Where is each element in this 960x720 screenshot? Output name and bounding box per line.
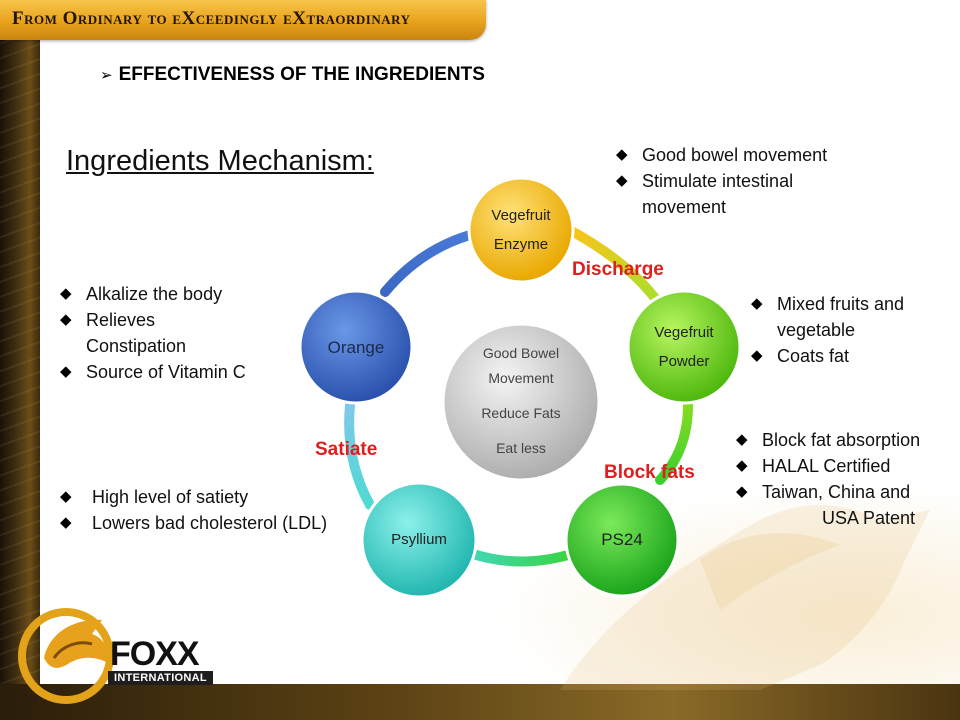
diamond-icon: ◆	[751, 295, 763, 312]
foxx-logo-emblem	[18, 608, 114, 704]
enzyme-benefits: ◆Good bowel movement ◆Stimulate intestin…	[614, 142, 827, 220]
diamond-icon: ◆	[616, 172, 628, 189]
banner-text: From Ordinary to eXceedingly eXtraordina…	[12, 8, 411, 29]
node-psyllium	[360, 481, 478, 599]
label-satiate: Satiate	[315, 439, 378, 460]
bottom-glow	[420, 460, 960, 720]
header-banner: From Ordinary to eXceedingly eXtraordina…	[0, 0, 486, 40]
label-discharge: Discharge	[572, 259, 664, 280]
list-item: ◆Coats fat	[749, 343, 904, 369]
diamond-icon: ◆	[60, 514, 72, 531]
diamond-icon: ◆	[60, 285, 72, 302]
list-item: ◆High level of satiety	[58, 484, 327, 510]
list-item: ◆Relieves	[58, 307, 246, 333]
diamond-icon: ◆	[60, 311, 72, 328]
mechanism-title: Ingredients Mechanism:	[66, 145, 374, 177]
arc-powder-ps24	[655, 400, 693, 485]
list-item: ◆HALAL Certified	[734, 453, 920, 479]
list-item-continuation: USA Patent	[822, 508, 916, 528]
list-item: ◆Mixed fruits and	[749, 291, 904, 317]
arrow-icon: ➢	[100, 67, 113, 84]
diamond-icon: ◆	[736, 431, 748, 448]
center-line4: Eat less	[496, 440, 546, 456]
psyllium-benefits: ◆High level of satiety ◆Lowers bad chole…	[58, 484, 327, 536]
node-enzyme	[467, 176, 575, 284]
bottom-band	[0, 684, 960, 720]
list-item-continuation: vegetable	[777, 320, 856, 340]
node-powder	[626, 289, 742, 405]
logo-subtitle: INTERNATIONAL	[108, 671, 213, 685]
node-orange-label: Orange	[327, 338, 385, 357]
node-powder-line1: Vegefruit	[654, 324, 714, 341]
left-decorative-strip	[0, 0, 40, 720]
section-title: ➢ EFFECTIVENESS OF THE INGREDIENTS	[100, 64, 485, 86]
center-line2: Movement	[488, 370, 554, 386]
arc-enzyme-powder	[561, 223, 665, 310]
node-powder-label: Vegefruit Powder	[634, 320, 734, 375]
arc-orange-enzyme	[380, 230, 475, 297]
diamond-icon: ◆	[751, 347, 763, 364]
list-item-continuation: Constipation	[86, 336, 187, 356]
diamond-icon: ◆	[60, 488, 72, 505]
node-psyllium-label: Psyllium	[391, 531, 447, 548]
orange-benefits: ◆Alkalize the body ◆Relieves Constipatio…	[58, 281, 246, 385]
list-item-continuation: movement	[642, 197, 727, 217]
list-item: ◆Stimulate intestinal	[614, 168, 827, 194]
section-title-text: EFFECTIVENESS OF THE INGREDIENTS	[118, 64, 485, 85]
node-powder-line2: Powder	[658, 353, 710, 370]
list-item: ◆Alkalize the body	[58, 281, 246, 307]
center-line3: Reduce Fats	[481, 405, 561, 421]
list-item: ◆Block fat absorption	[734, 427, 920, 453]
node-ps24-label: PS24	[601, 530, 643, 549]
node-ps24	[564, 482, 680, 598]
diamond-icon: ◆	[736, 483, 748, 500]
diamond-icon: ◆	[616, 146, 628, 163]
list-item: ◆Good bowel movement	[614, 142, 827, 168]
powder-benefits: ◆Mixed fruits and vegetable ◆Coats fat	[749, 291, 904, 369]
arc-psyllium-orange	[344, 400, 375, 510]
diamond-icon: ◆	[736, 457, 748, 474]
list-item: ◆Taiwan, China and	[734, 479, 920, 505]
node-enzyme-line2: Enzyme	[493, 236, 549, 253]
node-enzyme-label: Vegefruit Enzyme	[471, 203, 571, 258]
label-block-fats: Block fats	[604, 462, 695, 483]
list-item: ◆Source of Vitamin C	[58, 359, 246, 385]
logo-name: FOXX	[110, 635, 200, 673]
ps24-benefits: ◆Block fat absorption ◆HALAL Certified ◆…	[734, 427, 920, 531]
center-line1: Good Bowel	[482, 345, 560, 361]
arc-ps24-psyllium	[465, 548, 580, 567]
diamond-icon: ◆	[60, 363, 72, 380]
list-item: ◆Lowers bad cholesterol (LDL)	[58, 510, 327, 536]
center-circle	[441, 322, 601, 482]
node-enzyme-line1: Vegefruit	[491, 207, 551, 224]
node-orange	[298, 289, 414, 405]
